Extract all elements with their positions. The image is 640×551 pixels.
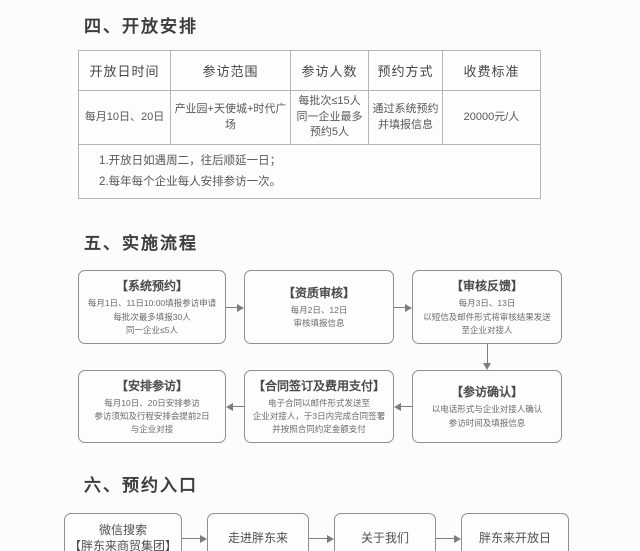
flow-box-line: 并按照合同约定金额支付 (272, 424, 366, 435)
header-fee: 收费标准 (442, 50, 541, 91)
entry-box-line: 走进胖东来 (227, 531, 288, 545)
open-day-table: 开放日时间 参访范围 参访人数 预约方式 收费标准 每月10日、20日 产业园+… (78, 50, 541, 200)
flow-box-title: 【参访确认】 (450, 385, 523, 400)
entry-box-about-us: 关于我们 (334, 513, 436, 551)
cell-open-time: 每月10日、20日 (78, 90, 171, 145)
flow-box-line: 电子合同以邮件形式发送至 (267, 397, 370, 408)
flow-box-title: 【安排参访】 (115, 378, 188, 393)
notes-cell: 1.开放日如遇周二，往后顺延一日； 2.每年每个企业每人安排参访一次。 (78, 143, 541, 200)
flow-box-line: 与企业对接 (130, 424, 174, 435)
flow-box-line: 参访须知及行程安排会提前2日 (94, 411, 210, 422)
table-row: 每月10日、20日 产业园+天使城+时代广场 每批次≤15人 同一企业最多 预约… (78, 90, 541, 145)
flow-box-line: 审核填报信息 (293, 318, 345, 329)
section-title-reservation-entry: 六、预约入口 (84, 476, 198, 496)
entry-box-wechat-search: 微信搜索 【胖东来商贸集团】 (64, 513, 182, 551)
cell-visitors: 每批次≤15人 同一企业最多 预约5人 (290, 90, 369, 145)
section-title-process: 五、实施流程 (84, 234, 198, 254)
flow-box-arrange-visit: 【安排参访】 每月10日、20日安排参访 参访须知及行程安排会提前2日 与企业对… (78, 369, 226, 444)
cell-scope: 产业园+天使城+时代广场 (170, 90, 291, 145)
flow-box-qualification-review: 【资质审核】 每月2日、12日 审核填报信息 (244, 270, 394, 344)
arrow-right-icon (394, 303, 412, 312)
entry-box-enter-pangdonglai: 走进胖东来 (207, 513, 309, 551)
flow-box-contract-payment: 【合同签订及费用支付】 电子合同以邮件形式发送至 企业对接人，于3日内完成合同签… (244, 369, 394, 444)
entry-flowchart: 微信搜索 【胖东来商贸集团】 走进胖东来 关于我们 胖东来开放日 (64, 513, 569, 551)
flow-box-system-reservation: 【系统预约】 每月1日、11日10:00填报参访申请 每批次最多填报30人 同一… (78, 270, 226, 344)
flow-box-title: 【合同签订及费用支付】 (252, 378, 385, 393)
table-header-row: 开放日时间 参访范围 参访人数 预约方式 收费标准 (78, 50, 541, 91)
process-flowchart: 【系统预约】 每月1日、11日10:00填报参访申请 每批次最多填报30人 同一… (78, 270, 562, 444)
flow-box-line: 至企业对接人 (461, 324, 513, 335)
entry-box-line: 关于我们 (360, 531, 409, 545)
flow-box-title: 【审核反馈】 (450, 279, 523, 294)
entry-box-line: 胖东来开放日 (478, 531, 551, 545)
arrow-down-icon (482, 343, 492, 370)
section-title-open-arrangement: 四、开放安排 (84, 17, 198, 36)
note-line-1: 1.开放日如遇周二，往后顺延一日； (99, 155, 282, 167)
header-visitors: 参访人数 (290, 50, 369, 91)
flow-box-line: 每月3日、13日 (458, 298, 516, 309)
flow-box-title: 【资质审核】 (282, 285, 355, 300)
arrow-left-icon (394, 402, 412, 412)
header-open-time: 开放日时间 (78, 50, 171, 91)
flow-box-visit-confirmation: 【参访确认】 以电话形式与企业对接人确认 参访时间及填报信息 (412, 369, 562, 444)
flow-box-line: 企业对接人，于3日内完成合同签署 (252, 411, 386, 422)
arrow-right-icon (309, 534, 334, 543)
flow-box-line: 每月2日、12日 (290, 304, 348, 315)
flow-box-line: 同一企业≤5人 (126, 324, 178, 335)
header-scope: 参访范围 (170, 50, 291, 91)
entry-box-line: 微信搜索 (98, 522, 147, 537)
flow-box-line: 参访时间及填报信息 (448, 417, 526, 428)
flow-box-line: 每月10日、20日安排参访 (104, 397, 200, 408)
flow-box-line: 每批次最多填报30人 (113, 311, 191, 322)
table-notes-row: 1.开放日如遇周二，往后顺延一日； 2.每年每个企业每人安排参访一次。 (78, 143, 541, 200)
entry-box-line: 【胖东来商贸集团】 (68, 539, 177, 551)
cell-method: 通过系统预约 并填报信息 (368, 90, 443, 145)
arrow-right-icon (182, 534, 207, 543)
flow-box-review-feedback: 【审核反馈】 每月3日、13日 以短信及邮件形式将审核结果发送 至企业对接人 (412, 270, 562, 344)
flow-box-line: 以电话形式与企业对接人确认 (431, 404, 543, 415)
flow-box-line: 以短信及邮件形式将审核结果发送 (423, 311, 551, 322)
arrow-right-icon (226, 303, 244, 312)
header-method: 预约方式 (368, 50, 443, 91)
arrow-right-icon (436, 534, 461, 543)
cell-fee: 20000元/人 (442, 90, 541, 145)
arrow-left-icon (226, 402, 244, 412)
flow-box-line: 每月1日、11日10:00填报参访申请 (87, 298, 217, 309)
entry-box-open-day: 胖东来开放日 (461, 513, 569, 551)
flow-box-title: 【系统预约】 (115, 279, 188, 294)
note-line-2: 2.每年每个企业每人安排参访一次。 (99, 175, 282, 188)
